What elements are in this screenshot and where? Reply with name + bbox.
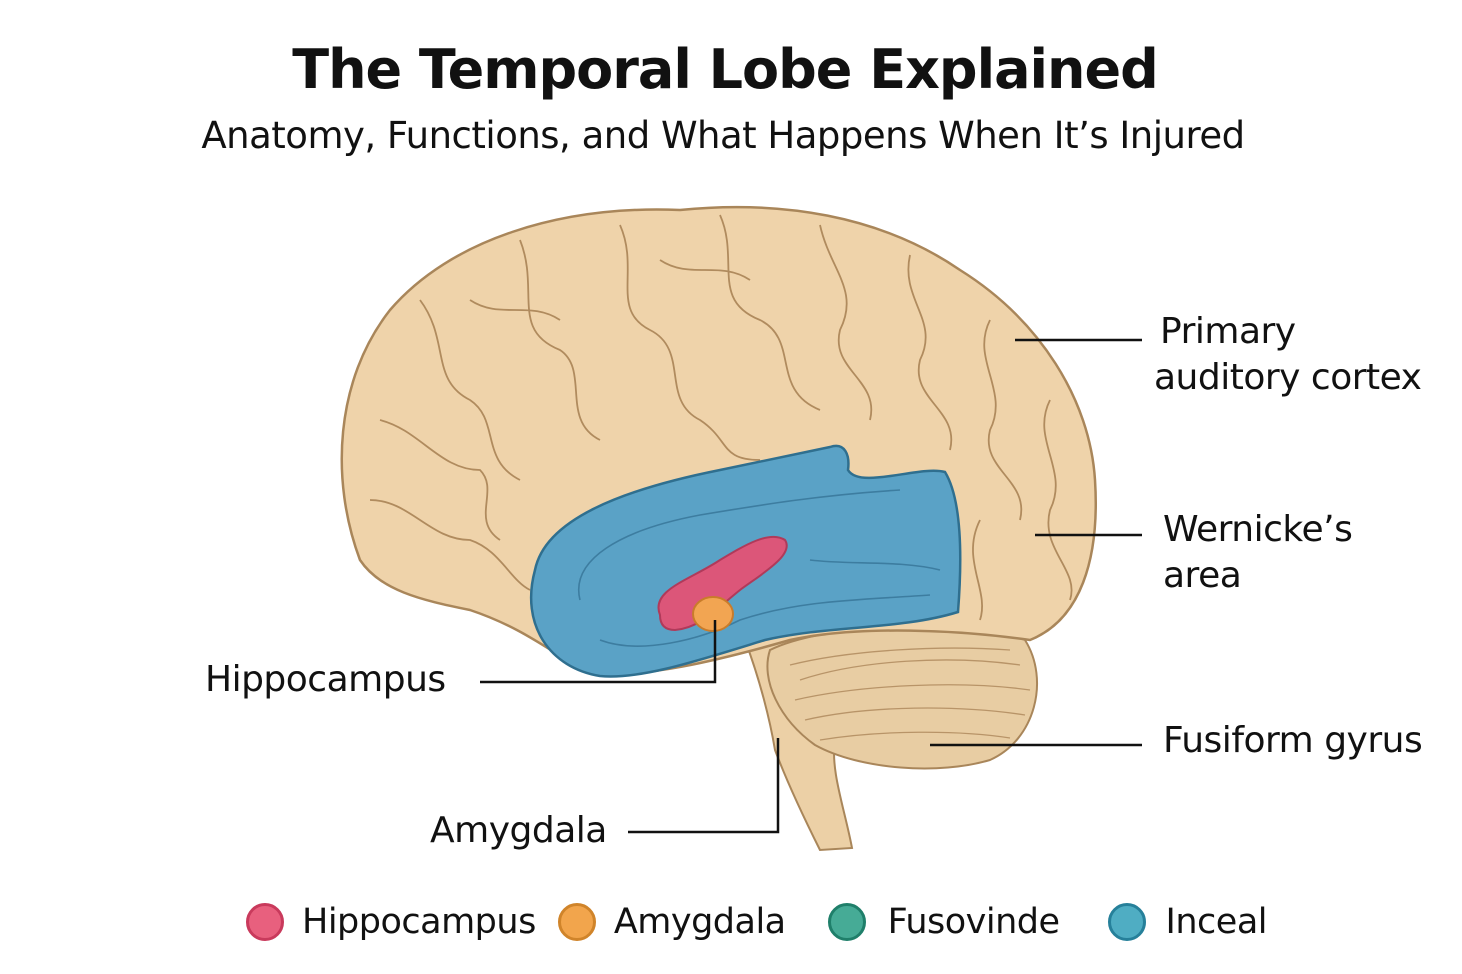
- legend-item-inceal: Inceal: [1107, 902, 1268, 942]
- leader-amygdala: [628, 738, 780, 834]
- legend-item-amygdala: Amygdala: [557, 902, 786, 942]
- temporal-lobe-sulci: [577, 489, 941, 647]
- legend-swatch: [246, 903, 284, 941]
- legend-swatch: [827, 903, 866, 941]
- page-title: The Temporal Lobe Explained: [292, 38, 1159, 101]
- legend-label: Inceal: [1165, 902, 1268, 942]
- label-primary-auditory-cortex: Primary auditory cortex: [1154, 309, 1422, 401]
- legend-label: Hippocampus: [302, 902, 536, 942]
- label-amygdala: Amygdala: [430, 810, 607, 851]
- label-fusiform-gyrus: Fusiform gyrus: [1163, 720, 1423, 761]
- amygdala-region: [692, 596, 734, 632]
- legend-swatch: [1107, 903, 1146, 941]
- label-line: Primary: [1160, 311, 1296, 352]
- label-line: area: [1163, 555, 1242, 596]
- leader-lines: [480, 338, 1142, 834]
- hippocampus-region: [657, 535, 788, 632]
- label-line: auditory cortex: [1154, 357, 1422, 398]
- legend-item-hippocampus: Hippocampus: [246, 902, 536, 942]
- label-wernickes-area: Wernicke’s area: [1163, 507, 1353, 599]
- cerebellum-folia: [789, 647, 1031, 741]
- legend-item-fusovinde: Fusovinde: [827, 902, 1060, 942]
- cerebrum-gyri: [369, 214, 1073, 621]
- label-line: Wernicke’s: [1163, 509, 1353, 550]
- legend-label: Fusovinde: [887, 902, 1060, 942]
- leader-hippocampus: [480, 620, 717, 684]
- legend-label: Amygdala: [613, 902, 786, 942]
- legend-swatch: [557, 903, 596, 941]
- label-hippocampus: Hippocampus: [205, 659, 446, 700]
- page-subtitle: Anatomy, Functions, and What Happens Whe…: [201, 114, 1245, 157]
- legend: Hippocampus Amygdala Fusovinde Inceal: [246, 902, 1289, 942]
